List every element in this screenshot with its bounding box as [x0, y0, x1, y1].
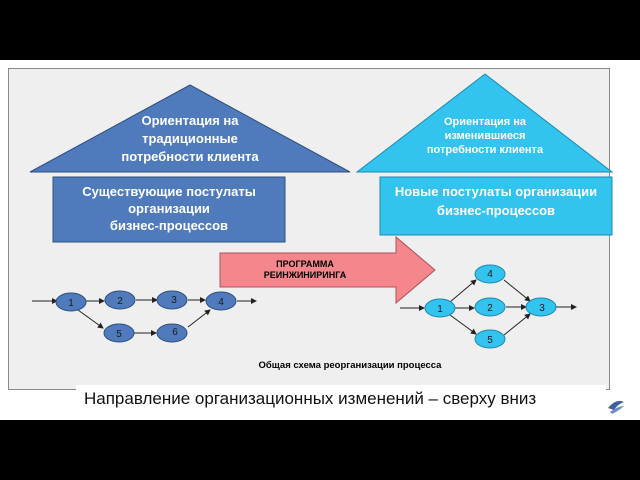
left-node-1-label: 1: [68, 298, 74, 309]
left-triangle-line-3: потребности клиента: [121, 149, 259, 164]
left-network: 1 2 3 4 5 6: [55, 290, 237, 343]
diagram-canvas: Ориентация на традиционные потребности к…: [29, 73, 614, 371]
right-node-1: [424, 298, 456, 318]
left-node-6: [156, 323, 188, 343]
left-box-line-3: бизнес-процессов: [110, 218, 228, 233]
left-box-line-1: Существующие постулаты: [82, 184, 256, 199]
logo-icon: [608, 400, 624, 414]
left-network-edges: [32, 297, 257, 336]
right-node-3: [525, 297, 557, 317]
right-node-1-label: 1: [437, 304, 443, 315]
left-node-2: [104, 290, 136, 310]
left-triangle: [29, 84, 351, 173]
right-node-4-label: 4: [487, 269, 493, 280]
right-node-4: [474, 264, 506, 284]
left-box-line-2: организации: [128, 201, 210, 216]
right-node-5-label: 5: [487, 335, 493, 346]
diagram-caption: Общая схема реорганизации процесса: [259, 360, 443, 371]
right-node-3-label: 3: [539, 303, 545, 314]
reengineering-arrow: [219, 235, 436, 305]
right-node-5: [474, 329, 506, 349]
left-node-3: [156, 290, 188, 310]
right-box-line-2: бизнес-процессов: [437, 203, 555, 218]
left-node-4: [205, 291, 237, 311]
right-network-edges: [400, 279, 577, 336]
right-triangle-line-1: Ориентация на: [444, 116, 527, 128]
right-triangle-line-2: изменившиеся: [445, 130, 526, 142]
left-node-3-label: 3: [171, 295, 177, 306]
right-triangle-line-3: потребности клиента: [427, 144, 544, 156]
right-node-2-label: 2: [487, 303, 493, 314]
left-node-5-label: 5: [116, 329, 122, 340]
footer-caption-bar: Направление организационных изменений – …: [76, 385, 606, 415]
right-triangle: [355, 73, 614, 173]
left-node-6-label: 6: [172, 327, 178, 338]
arrow-line-2: РЕИНЖИНИРИНГА: [264, 270, 347, 280]
right-network: 1 4 2 5 3: [424, 264, 557, 349]
left-triangle-line-1: Ориентация на: [142, 113, 240, 128]
left-node-1: [55, 292, 87, 312]
left-box: [52, 176, 286, 243]
left-triangle-line-2: традиционные: [142, 131, 238, 146]
right-node-2: [474, 297, 506, 317]
slide: Ориентация на традиционные потребности к…: [0, 60, 640, 420]
right-box: [379, 176, 613, 236]
left-node-5: [103, 323, 135, 343]
arrow-line-1: ПРОГРАММА: [276, 259, 334, 269]
right-box-line-1: Новые постулаты организации: [395, 184, 597, 199]
left-node-2-label: 2: [117, 296, 123, 307]
footer-caption: Направление организационных изменений – …: [84, 389, 537, 408]
left-node-4-label: 4: [218, 297, 224, 308]
